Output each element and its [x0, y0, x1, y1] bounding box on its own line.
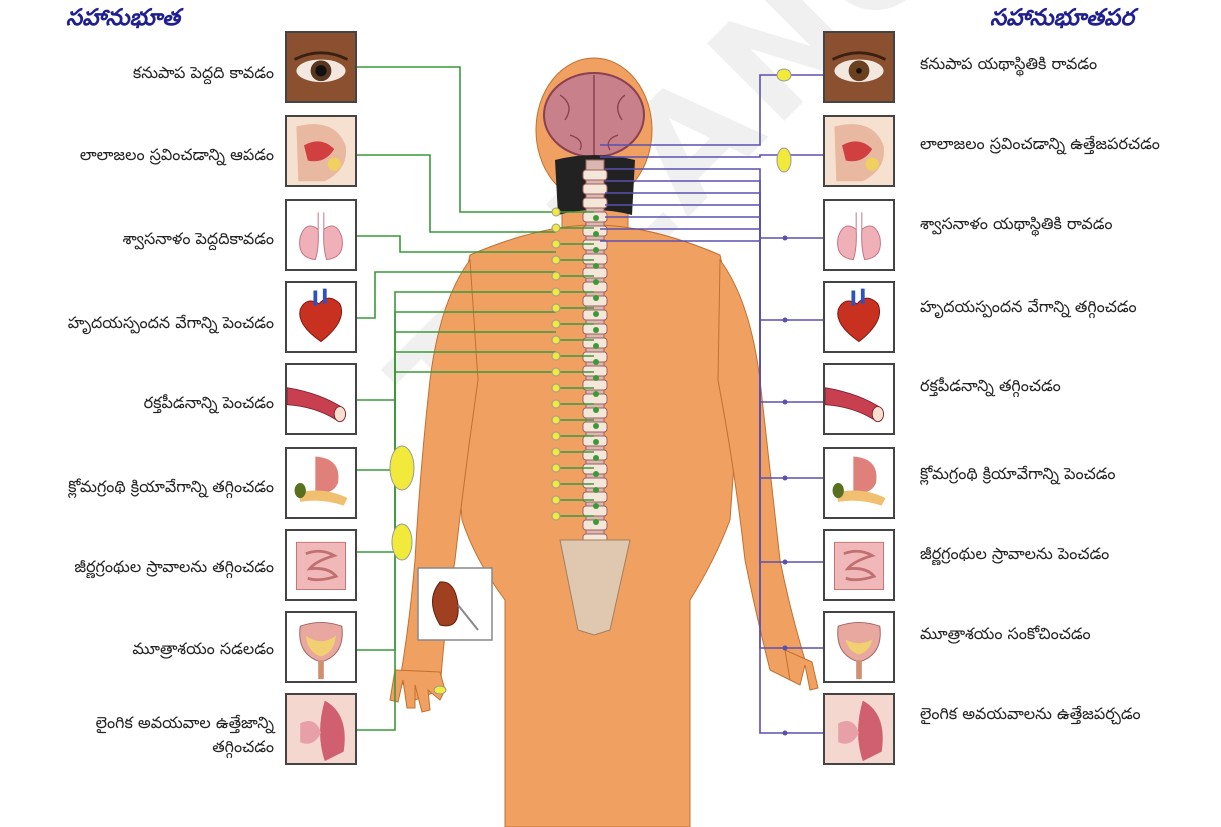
right-label-heart: హృదయస్పందన వేగాన్ని తగ్గించడం — [920, 296, 1137, 318]
right-label-bronchi: శ్వాసనాళం యథాస్థితికి రావడం — [920, 213, 1112, 235]
right-label-bladder: మూత్రాశయం సంకోచించడం — [920, 623, 1091, 645]
salivary-gland-icon — [285, 115, 357, 187]
pancreas-icon — [823, 447, 895, 519]
pancreas-icon — [285, 447, 357, 519]
left-label-genital-1: లైంగిక అవయవాల ఉత్తేజాన్ని — [96, 712, 274, 734]
eye-icon — [823, 31, 895, 103]
salivary-gland-icon — [823, 115, 895, 187]
heart-icon — [823, 281, 895, 353]
left-label-blood-pressure: రక్తపీడనాన్ని పెంచడం — [144, 392, 274, 414]
right-label-digestive: జీర్ణగ్రంథుల స్రావాలను పెంచడం — [920, 543, 1109, 565]
blood-vessel-icon — [285, 363, 357, 435]
right-label-saliva: లాలాజలం స్రవించడాన్ని ఉత్తేజపరచడం — [920, 133, 1160, 155]
left-label-digestive: జీర్ణగ్రంథుల స్రావాలను తగ్గించడం — [74, 556, 274, 578]
genital-icon — [285, 693, 357, 765]
right-label-genital: లైంగిక అవయవాలను ఉత్తేజపర్చడం — [920, 703, 1141, 725]
left-label-bronchi: శ్వాసనాళం పెద్దదికావడం — [123, 228, 274, 250]
intestine-icon — [285, 529, 357, 601]
left-label-pupil: కనుపాప పెద్దది కావడం — [133, 62, 274, 84]
lungs-icon — [285, 199, 357, 271]
bladder-icon — [285, 611, 357, 683]
left-label-bladder: మూత్రాశయం సడలడం — [132, 638, 274, 660]
genital-icon — [823, 693, 895, 765]
heart-icon — [285, 281, 357, 353]
left-label-pancreas: క్లోమగ్రంథి క్రియావేగాన్ని తగ్గించడం — [68, 476, 274, 498]
lungs-icon — [823, 199, 895, 271]
right-label-blood-pressure: రక్తపీడనాన్ని తగ్గించడం — [920, 375, 1061, 397]
right-label-pupil: కనుపాప యథాస్థితికి రావడం — [920, 53, 1097, 75]
right-label-pancreas: క్లోమగ్రంథి క్రియావేగాన్ని పెంచడం — [920, 463, 1116, 485]
left-label-heart: హృదయస్పందన వేగాన్ని పెంచడం — [68, 312, 274, 334]
left-label-saliva: లాలాజలం స్రవించడాన్ని ఆపడం — [80, 144, 274, 166]
bladder-icon — [823, 611, 895, 683]
intestine-icon — [823, 529, 895, 601]
eye-icon — [285, 31, 357, 103]
left-label-genital-2: తగ్గించడం — [212, 736, 274, 758]
blood-vessel-icon — [823, 363, 895, 435]
